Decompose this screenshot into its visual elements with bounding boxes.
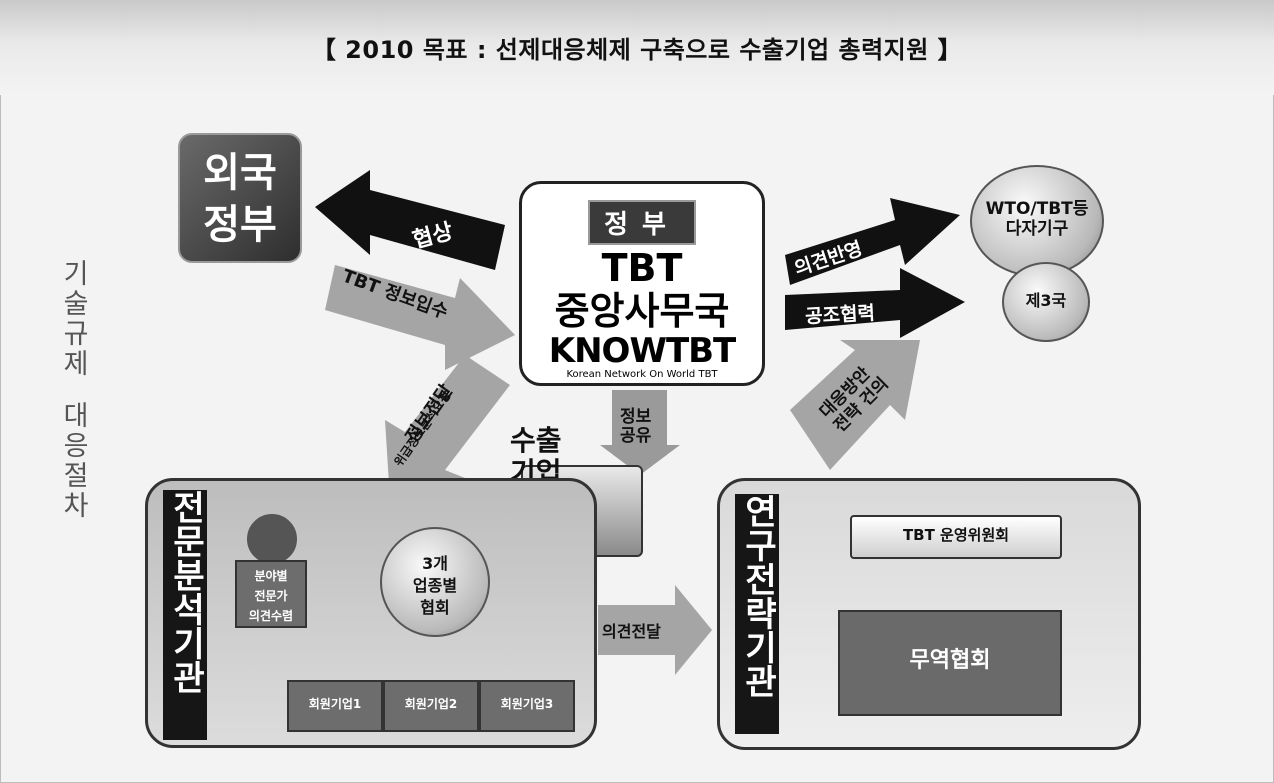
foreign-government-box: 외국 정부 [178,133,302,263]
associations-line: 협회 [420,598,450,617]
member-company-2: 회원기업2 [383,680,479,732]
field-experts-box: 분야별 전문가 의견수렴 [235,560,307,628]
opinion-transfer-label: 의견전달 [602,622,661,641]
tbt-info-arrow [325,265,515,370]
info-share-label: 정보 공유 [620,408,651,446]
associations-line: 3개 [422,554,448,573]
third-country-circle: 제3국 [1002,262,1090,342]
wto-circle: WTO/TBT등 다자기구 [970,165,1104,277]
info-share-line: 정보 [620,407,652,427]
expert-org-title-text: 전문분석기관 [165,490,206,694]
diagram-title: 【 2010 목표 : 선제대응체제 구축으로 수출기업 총력지원 】 [311,36,963,64]
side-label-char: 기 [63,259,89,290]
side-label-char: 규 [63,319,89,350]
field-experts-line: 전문가 [254,589,288,603]
field-experts-line: 분야별 [254,569,288,583]
member-company-1: 회원기업1 [287,680,383,732]
government-tbt-box: 정부 TBT 중앙사무국 KNOWTBT Korean Network On W… [519,181,765,386]
side-label-char: 응 [63,431,89,462]
gov-secretariat: 중앙사무국 [554,289,730,333]
strategy-arrow [790,340,920,470]
foreign-gov-line: 외국 [203,150,277,196]
exporter-line: 수출 [510,424,562,457]
side-label: 기 술 규 제 대 응 절 차 [58,260,94,522]
foreign-gov-line: 정부 [203,202,277,248]
kita-box: 무역협회 [838,610,1062,716]
gov-tbt: TBT [601,246,683,290]
opinion-reflect-arrow [785,198,960,285]
side-label-char: 대 [63,401,89,432]
info-share-arrow [600,390,680,475]
knowtbt-logo: KNOWTBT [548,331,737,371]
wto-line: WTO/TBT등 [985,199,1089,219]
research-org-title-text: 연구전략기관 [737,494,778,698]
knowtbt-subtitle: Korean Network On World TBT [566,369,718,380]
member-company-3: 회원기업3 [479,680,575,732]
negotiation-arrow [315,170,505,270]
side-label-char: 술 [63,289,89,320]
gov-badge: 정부 [588,200,696,245]
cooperation-label: 공조협력 [804,302,876,328]
research-org-title: 연구전략기관 [735,494,779,734]
wto-line: 다자기구 [1005,219,1069,239]
info-transfer-arrow [385,355,510,500]
opinion-transfer-arrow [598,585,712,675]
associations-line: 업종별 [412,576,458,595]
expert-avatar [247,514,297,564]
side-label-char: 제 [63,349,89,380]
cooperation-arrow [785,268,965,338]
associations-circle: 3개 업종별 협회 [380,527,490,637]
side-label-char: 차 [63,491,89,522]
expert-org-title: 전문분석기관 [163,490,207,740]
field-experts-line: 의견수렴 [248,609,294,623]
info-share-line: 공유 [620,426,652,446]
side-label-char: 절 [63,461,89,492]
tbt-committee-box: TBT 운영위원회 [850,515,1062,559]
title-bar [0,0,1274,95]
